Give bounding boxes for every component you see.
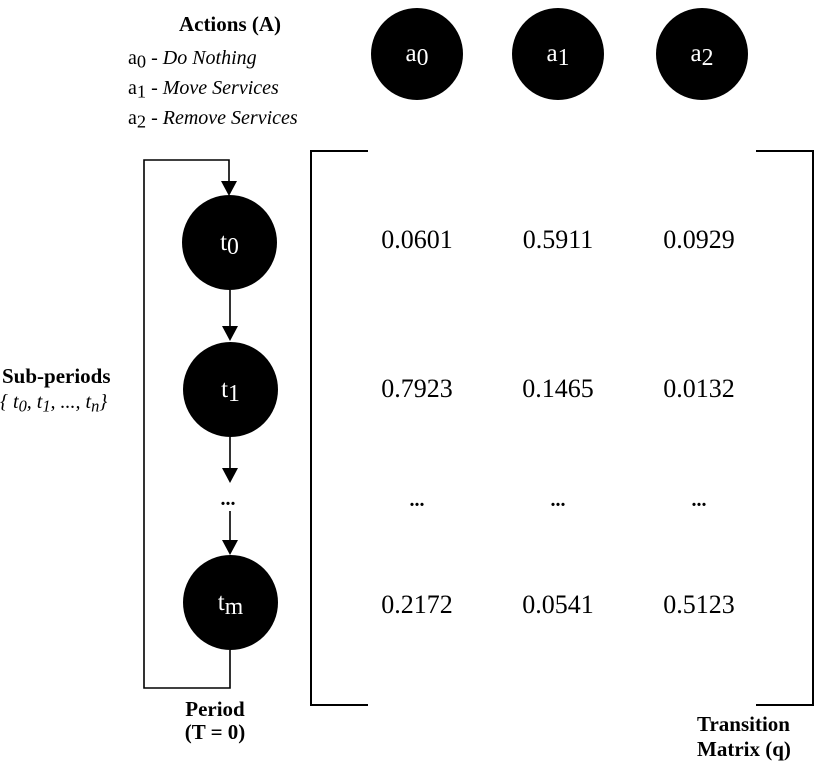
subperiod-node-tm-circle: tm xyxy=(183,555,278,650)
period-label-line2: (T = 0) xyxy=(184,720,246,744)
actions-heading: Actions (A) xyxy=(178,12,282,36)
matrix-cell-r2c2-ellipsis: ... xyxy=(691,489,707,511)
matrix-left-bracket xyxy=(310,150,368,706)
legend-description: Remove Services xyxy=(162,107,298,129)
legend-item-a1: a1 - Move Services xyxy=(128,77,279,103)
action-node-a2-label: a2 xyxy=(690,40,714,72)
matrix-cell-r3c2: 0.5123 xyxy=(663,590,735,619)
legend-symbol: a xyxy=(128,77,137,99)
matrix-cell-r2c1-ellipsis: ... xyxy=(550,489,566,511)
subperiod-node-t1-circle: t1 xyxy=(183,342,278,437)
legend-item-a2: a2 - Remove Services xyxy=(128,107,298,133)
matrix-cell-r1c2: 0.0132 xyxy=(663,374,735,403)
transition-matrix-label: Transition Matrix (q) xyxy=(697,712,832,762)
transition-matrix-label-line1: Transition xyxy=(697,712,790,736)
subperiod-flow-ellipsis: ... xyxy=(220,488,236,510)
action-node-a1-circle: a1 xyxy=(512,8,604,100)
period-label: Period (T = 0) xyxy=(150,698,280,744)
arrowhead-ellipsis-tm xyxy=(222,540,238,555)
matrix-cell-r0c0: 0.0601 xyxy=(381,225,453,254)
arrowhead-t1-ellipsis xyxy=(222,468,238,483)
action-node-a0-label: a0 xyxy=(405,40,429,72)
action-node-a1-label: a1 xyxy=(546,40,570,72)
action-node-a0-circle: a0 xyxy=(371,8,463,100)
subperiod-node-t0-circle: t0 xyxy=(182,195,277,290)
legend-dash: - xyxy=(146,107,163,129)
matrix-cell-r3c0: 0.2172 xyxy=(381,590,453,619)
subperiods-set-notation: { t0, t1, ..., tn} xyxy=(0,391,108,416)
action-node-a2-circle: a2 xyxy=(656,8,748,100)
arrowhead-loop-to-t0 xyxy=(221,181,237,196)
subperiod-node-t0-label: t0 xyxy=(220,228,239,260)
legend-description: Do Nothing xyxy=(162,47,257,69)
transition-matrix-label-line2: Matrix (q) xyxy=(697,737,791,761)
legend-symbol: a xyxy=(128,107,137,129)
legend-dash: - xyxy=(146,47,163,69)
matrix-cell-r0c2: 0.0929 xyxy=(663,225,735,254)
subperiod-node-t1-label: t1 xyxy=(221,375,240,407)
legend-symbol: a xyxy=(128,47,137,69)
period-label-line1: Period xyxy=(185,697,245,721)
matrix-cell-r0c1: 0.5911 xyxy=(522,225,594,254)
legend-description: Move Services xyxy=(162,77,279,99)
matrix-cell-r3c1: 0.0541 xyxy=(522,590,594,619)
legend-symbol-sub: 1 xyxy=(136,81,147,102)
legend-dash: - xyxy=(146,77,163,99)
legend-item-a0: a0 - Do Nothing xyxy=(128,47,257,73)
matrix-cell-r2c0-ellipsis: ... xyxy=(409,489,425,511)
subperiod-node-tm-label: tm xyxy=(217,588,244,620)
subperiods-heading: Sub-periods xyxy=(2,364,111,388)
legend-symbol-sub: 0 xyxy=(136,51,147,72)
period-loop-line xyxy=(143,159,231,689)
arrowhead-t0-t1 xyxy=(222,326,238,341)
matrix-right-bracket xyxy=(756,150,814,706)
matrix-cell-r1c0: 0.7923 xyxy=(381,374,453,403)
legend-symbol-sub: 2 xyxy=(136,111,147,132)
matrix-cell-r1c1: 0.1465 xyxy=(522,374,594,403)
